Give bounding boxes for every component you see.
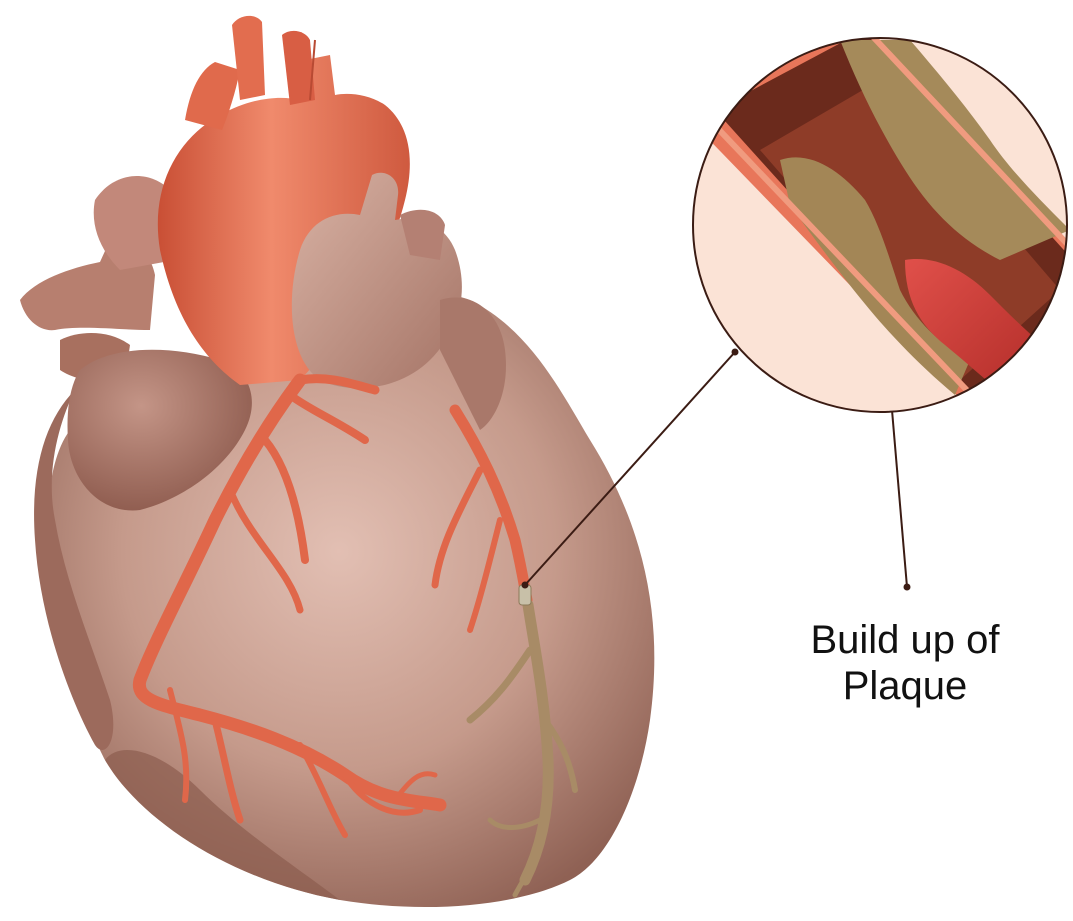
annotation-line-1: Build up of [770,617,1040,663]
annotation-line-2: Plaque [770,663,1040,709]
magnified-artery-inset [690,20,1073,440]
plaque-annotation: Build up of Plaque [770,617,1040,709]
